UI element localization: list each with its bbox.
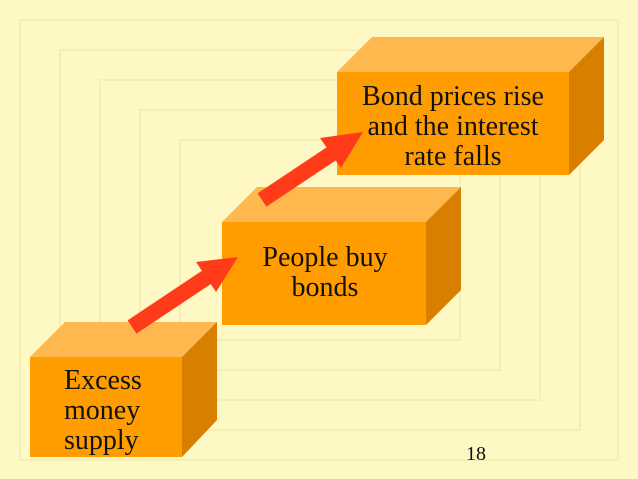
step-box-1: [30, 322, 217, 457]
arrow-1: [127, 257, 238, 334]
step-box-3-side: [569, 37, 604, 175]
background-pattern: [19, 19, 619, 461]
step-box-3-front: [337, 72, 569, 175]
step-box-1-top: [30, 322, 217, 357]
step-box-2-top: [222, 187, 461, 222]
page-number: 18: [466, 443, 486, 465]
step-box-3-top: [337, 37, 604, 72]
step-label-2: People buy bonds: [262, 242, 388, 303]
step-box-2-front: [222, 222, 426, 325]
step-label-1: Excess money supply: [64, 365, 142, 456]
step-box-1-side: [182, 322, 217, 457]
arrow-2: [257, 132, 363, 207]
step-box-1-front: [30, 357, 182, 457]
step-box-2-side: [426, 187, 461, 325]
step-label-3: Bond prices rise and the interest rate f…: [362, 81, 544, 172]
step-box-3: [337, 37, 604, 175]
